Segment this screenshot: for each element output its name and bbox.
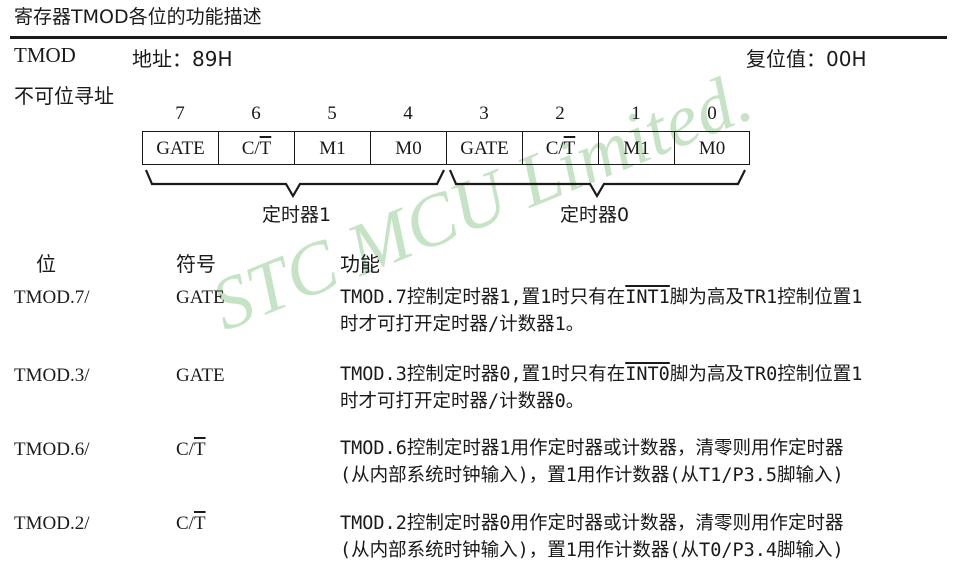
register-cell-bit5: M1 — [294, 131, 370, 165]
row-symbol-ct: C/T — [176, 513, 206, 534]
row-desc-tmod6-line1: TMOD.6控制定时器1用作定时器或计数器，清零则用作定时器 — [340, 438, 844, 459]
row-symbol-gate: GATE — [176, 365, 225, 386]
row-bit-tmod7: TMOD.7/ — [14, 287, 90, 308]
brace-timer1 — [144, 169, 445, 199]
register-cell-bit1: M1 — [598, 131, 674, 165]
title-rule — [10, 36, 947, 39]
row-bit-tmod2: TMOD.2/ — [14, 513, 90, 534]
row-symbol-ct: C/T — [176, 439, 206, 460]
row-symbol-gate: GATE — [176, 287, 225, 308]
row-bit-tmod6: TMOD.6/ — [14, 439, 90, 460]
page-title: 寄存器TMOD各位的功能描述 — [14, 6, 262, 28]
row-bit-tmod3: TMOD.3/ — [14, 365, 90, 386]
header-bit: 位 — [36, 252, 56, 276]
bit-number-0: 0 — [707, 103, 717, 124]
register-cell-bit6: C/T — [218, 131, 294, 165]
row-desc-tmod7-line1: TMOD.7控制定时器1,置1时只有在INT1脚为高及TR1控制位置1 — [340, 287, 863, 308]
row-desc-tmod6-line2: (从内部系统时钟输入)，置1用作计数器(从T1/P3.5脚输入) — [340, 465, 844, 486]
group-label-timer0: 定时器0 — [560, 204, 630, 226]
register-reset-value: 复位值：00H — [746, 47, 867, 71]
bit-number-4: 4 — [403, 103, 413, 124]
bit-number-7: 7 — [175, 103, 185, 124]
group-braces — [144, 169, 746, 199]
bit-number-1: 1 — [631, 103, 641, 124]
register-address: 地址：89H — [132, 47, 233, 71]
row-desc-tmod3-line1: TMOD.3控制定时器0,置1时只有在INT0脚为高及TR0控制位置1 — [340, 364, 863, 385]
register-cell-bit0: M0 — [674, 131, 750, 165]
register-name: TMOD — [14, 43, 76, 67]
register-cell-bit4: M0 — [370, 131, 446, 165]
register-cell-bit2: C/T — [522, 131, 598, 165]
header-function: 功能 — [340, 252, 380, 276]
bit-number-2: 2 — [555, 103, 565, 124]
register-cell-bit7: GATE — [142, 131, 218, 165]
bit-addressable-note: 不可位寻址 — [14, 84, 114, 108]
bit-number-6: 6 — [251, 103, 261, 124]
bit-number-5: 5 — [327, 103, 337, 124]
header-symbol: 符号 — [176, 252, 216, 276]
bit-number-3: 3 — [479, 103, 489, 124]
row-desc-tmod2-line1: TMOD.2控制定时器0用作定时器或计数器，清零则用作定时器 — [340, 513, 844, 534]
brace-timer0 — [448, 169, 746, 199]
group-label-timer1: 定时器1 — [262, 204, 332, 226]
register-cell-bit3: GATE — [446, 131, 522, 165]
row-desc-tmod7-line2: 时才可打开定时器/计数器1。 — [340, 314, 585, 335]
row-desc-tmod3-line2: 时才可打开定时器/计数器0。 — [340, 391, 585, 412]
row-desc-tmod2-line2: (从内部系统时钟输入)，置1用作计数器(从T0/P3.4脚输入) — [340, 540, 844, 561]
